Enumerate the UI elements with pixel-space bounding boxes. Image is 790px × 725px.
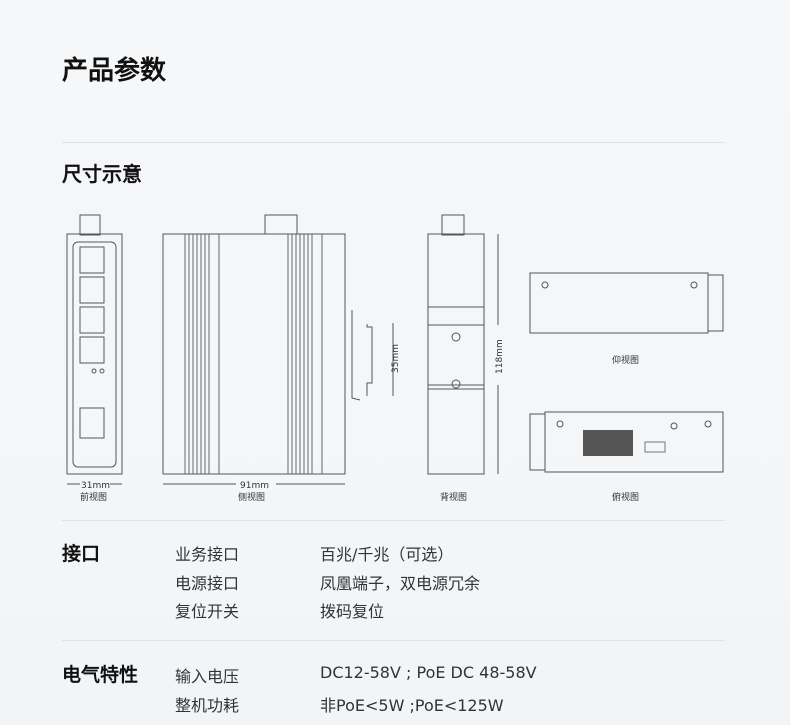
- divider: [62, 520, 725, 521]
- divider: [62, 640, 725, 641]
- row-value: 凤凰端子，双电源冗余: [320, 574, 481, 593]
- page-title: 产品参数: [62, 56, 167, 86]
- row-label: 业务接口: [175, 545, 240, 564]
- row-label: 复位开关: [175, 602, 240, 621]
- front-caption: 前视图: [80, 491, 107, 503]
- row-label: 整机功耗: [175, 696, 240, 715]
- divider: [62, 142, 725, 143]
- row-label: 电源接口: [175, 574, 240, 593]
- dimensions-heading: 尺寸示意: [62, 162, 142, 186]
- row-value: 非PoE<5W ;PoE<125W: [320, 696, 504, 715]
- side-view-drawing: 35mm 91mm 侧视图: [162, 214, 401, 503]
- front-dim: 31mm: [81, 481, 110, 491]
- back-view-drawing: 118mm 背视图: [427, 214, 505, 503]
- front-view-drawing: 31mm 前视图: [66, 214, 123, 503]
- row-value: 拨码复位: [320, 602, 385, 621]
- row-label: 输入电压: [175, 667, 240, 686]
- row-value: DC12-58V ; PoE DC 48-58V: [320, 663, 537, 682]
- back-dim: 118mm: [495, 339, 505, 374]
- bottom-caption: 仰视图: [612, 354, 639, 366]
- row-value: 百兆/千兆（可选）: [320, 545, 454, 564]
- side-caption: 侧视图: [238, 491, 265, 503]
- top-view-drawing: 俯视图: [529, 411, 724, 503]
- section-heading-electrical: 电气特性: [62, 664, 139, 686]
- section-heading-interface: 接口: [62, 543, 101, 565]
- bottom-view-drawing: 仰视图: [529, 272, 724, 366]
- side-dim: 91mm: [240, 481, 269, 491]
- rail-dim: 35mm: [391, 344, 401, 373]
- back-caption: 背视图: [440, 491, 467, 503]
- top-caption: 俯视图: [612, 491, 639, 503]
